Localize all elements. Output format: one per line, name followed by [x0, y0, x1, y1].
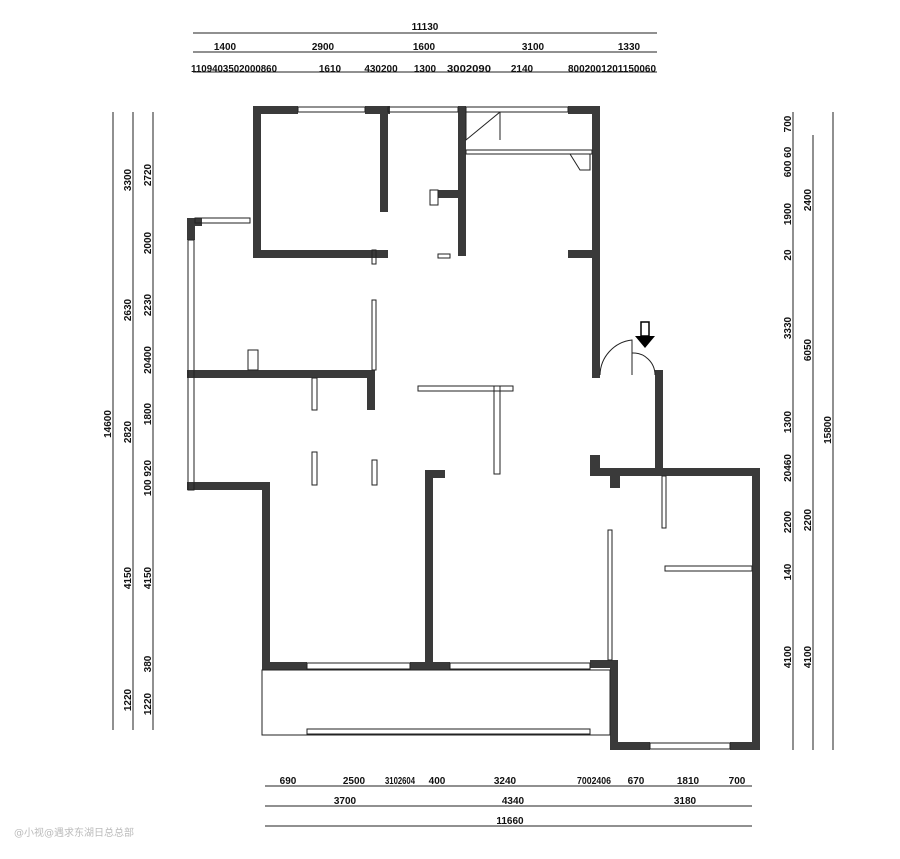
dim-top: 1109403502000860	[191, 64, 277, 75]
entrance-door	[599, 339, 656, 376]
right-dimensions: 15800 2400 6050 2200 4100 700 600 60 190…	[783, 112, 834, 750]
dim-right: 3330	[783, 316, 794, 339]
dim-left: 4150	[123, 566, 134, 589]
entrance-arrow-icon	[635, 321, 655, 348]
dim-left: 100 920	[143, 459, 154, 496]
dim-left: 2820	[123, 420, 134, 443]
dim-top: 1400	[214, 42, 237, 53]
windows-partitions	[187, 106, 753, 750]
left-dimensions: 14600 3300 2630 2820 4150 1220 2720 2000…	[103, 112, 154, 730]
dim-left: 3300	[123, 168, 134, 191]
dim-bottom: 4340	[502, 796, 525, 807]
dim-bottom-total: 11660	[496, 816, 524, 827]
bottom-dimensions: 690 2500 3102604 400 3240 7002406 670 18…	[265, 776, 752, 827]
dim-bottom: 670	[628, 776, 645, 787]
dim-bottom: 7002406	[577, 776, 611, 787]
dim-right: 20	[783, 249, 794, 261]
dim-left: 380	[143, 655, 154, 672]
dim-bottom: 3700	[334, 796, 357, 807]
dim-left: 20400	[143, 346, 154, 374]
dim-right: 4100	[803, 645, 814, 668]
dim-left-total: 14600	[103, 410, 114, 438]
dim-left: 2720	[143, 163, 154, 186]
dim-right: 2200	[803, 508, 814, 531]
dim-top: 1330	[618, 42, 641, 53]
dim-right: 4100	[783, 645, 794, 668]
dim-right-total: 15800	[823, 416, 834, 444]
dim-left: 2230	[143, 293, 154, 316]
dim-top-total: 11130	[412, 22, 439, 33]
dim-left: 1220	[123, 688, 134, 711]
dim-bottom: 400	[429, 776, 446, 787]
dim-bottom: 690	[280, 776, 297, 787]
dim-left: 1220	[143, 692, 154, 715]
dim-right: 140	[783, 563, 794, 580]
dim-right: 1300	[783, 410, 794, 433]
dim-left: 1800	[143, 402, 154, 425]
dim-top: 1300	[414, 64, 437, 75]
dim-top: 1610	[319, 64, 342, 75]
dim-top: 2900	[312, 42, 335, 53]
dim-bottom: 3102604	[385, 776, 415, 787]
dim-right: 600 60	[783, 146, 794, 177]
dim-top: 3100	[522, 42, 545, 53]
top-dimensions: 11130 1400 2900 1600 3100 1330 110940350…	[191, 22, 657, 75]
dim-bottom: 3180	[674, 796, 697, 807]
dim-top: 2140	[511, 64, 534, 75]
walls	[187, 106, 760, 750]
dim-bottom: 700	[729, 776, 746, 787]
dim-right: 20460	[783, 454, 794, 482]
dim-top: 430200	[364, 64, 398, 75]
dim-right: 6050	[803, 338, 814, 361]
dim-top: 8002001201150060	[568, 64, 656, 75]
dim-bottom: 2500	[343, 776, 366, 787]
dim-left: 4150	[143, 566, 154, 589]
dim-left: 2630	[123, 298, 134, 321]
dim-left: 2000	[143, 231, 154, 254]
watermark: @小视@遇求东湖日总总部	[14, 828, 134, 839]
dim-right: 700	[783, 115, 794, 132]
dim-bottom: 1810	[677, 776, 700, 787]
dim-right: 2200	[783, 510, 794, 533]
dim-bottom: 3240	[494, 776, 517, 787]
dim-right: 2400	[803, 188, 814, 211]
dim-top: 1600	[413, 42, 436, 53]
dim-top: 3002090	[447, 64, 491, 75]
dim-right: 1900	[783, 202, 794, 225]
